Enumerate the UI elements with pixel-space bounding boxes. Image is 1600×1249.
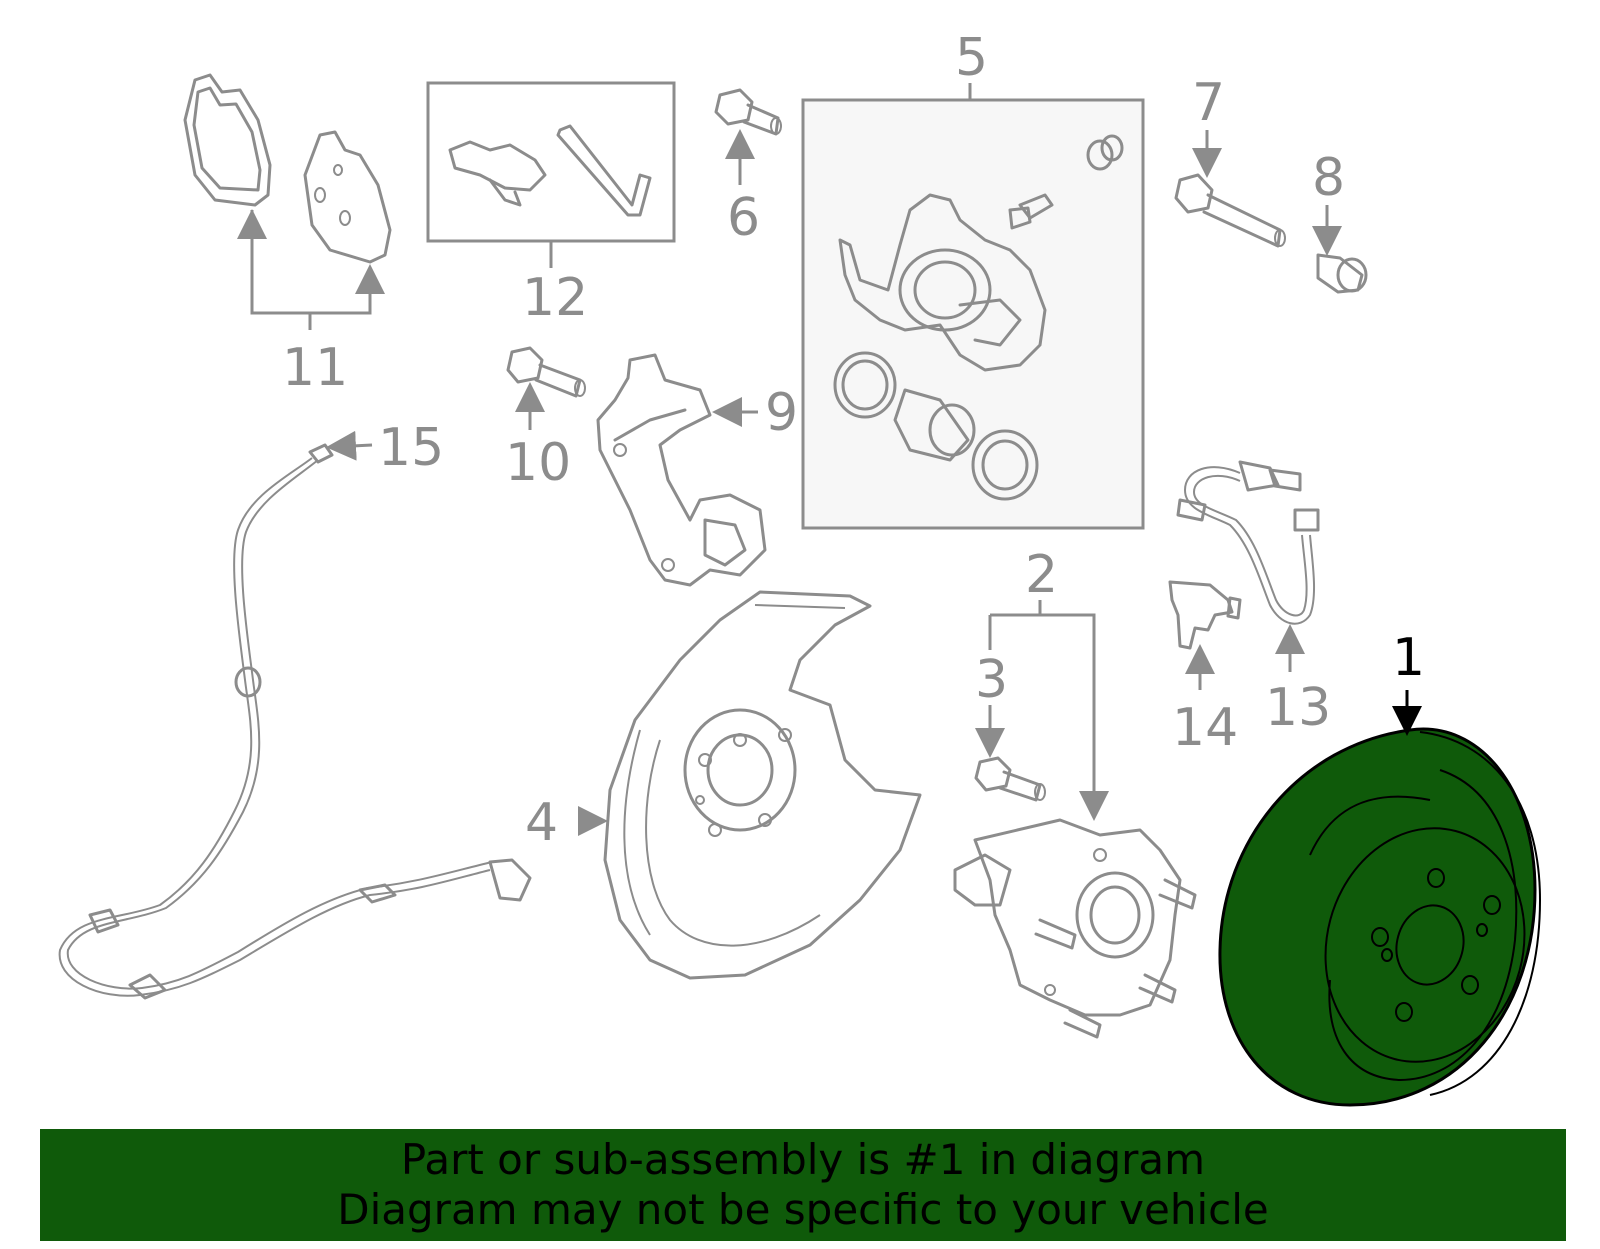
boot-part	[1316, 253, 1368, 294]
bolt-10-part	[506, 346, 586, 398]
brake-rotor-part	[1218, 727, 1542, 1107]
dust-shield-part	[603, 590, 922, 980]
callout-12: 12	[522, 268, 588, 328]
guide-pin-part	[1174, 173, 1286, 248]
hardware-kit-part	[426, 81, 676, 243]
brake-pads-part	[183, 73, 392, 264]
callout-14: 14	[1172, 698, 1238, 758]
callout-11: 11	[282, 338, 348, 398]
callout-15: 15	[378, 418, 444, 478]
hub-stud-part	[974, 756, 1046, 802]
footer-banner: Part or sub-assembly is #1 in diagram Di…	[40, 1129, 1566, 1241]
callout-7: 7	[1192, 73, 1225, 133]
callout-4: 4	[525, 793, 558, 853]
callout-6: 6	[727, 188, 760, 248]
callout-13: 13	[1265, 678, 1331, 738]
callout-9: 9	[765, 383, 798, 443]
callout-2: 2	[1025, 545, 1058, 605]
callout-1: 1	[1392, 628, 1425, 688]
caliper-assembly-part	[801, 98, 1145, 530]
abs-sensor-wire-part	[58, 443, 532, 1000]
hose-bracket-part	[1168, 580, 1242, 650]
callout-5: 5	[955, 28, 988, 88]
callout-8: 8	[1312, 148, 1345, 208]
hub-bearing-part	[953, 818, 1197, 1039]
caliper-bracket-part	[596, 353, 767, 587]
brake-hose-part	[1176, 460, 1320, 625]
footer-line-2: Diagram may not be specific to your vehi…	[337, 1185, 1269, 1234]
footer-line-1: Part or sub-assembly is #1 in diagram	[400, 1135, 1206, 1184]
bolt-6-part	[714, 88, 782, 136]
callout-3: 3	[975, 650, 1008, 710]
callout-10: 10	[505, 433, 571, 493]
